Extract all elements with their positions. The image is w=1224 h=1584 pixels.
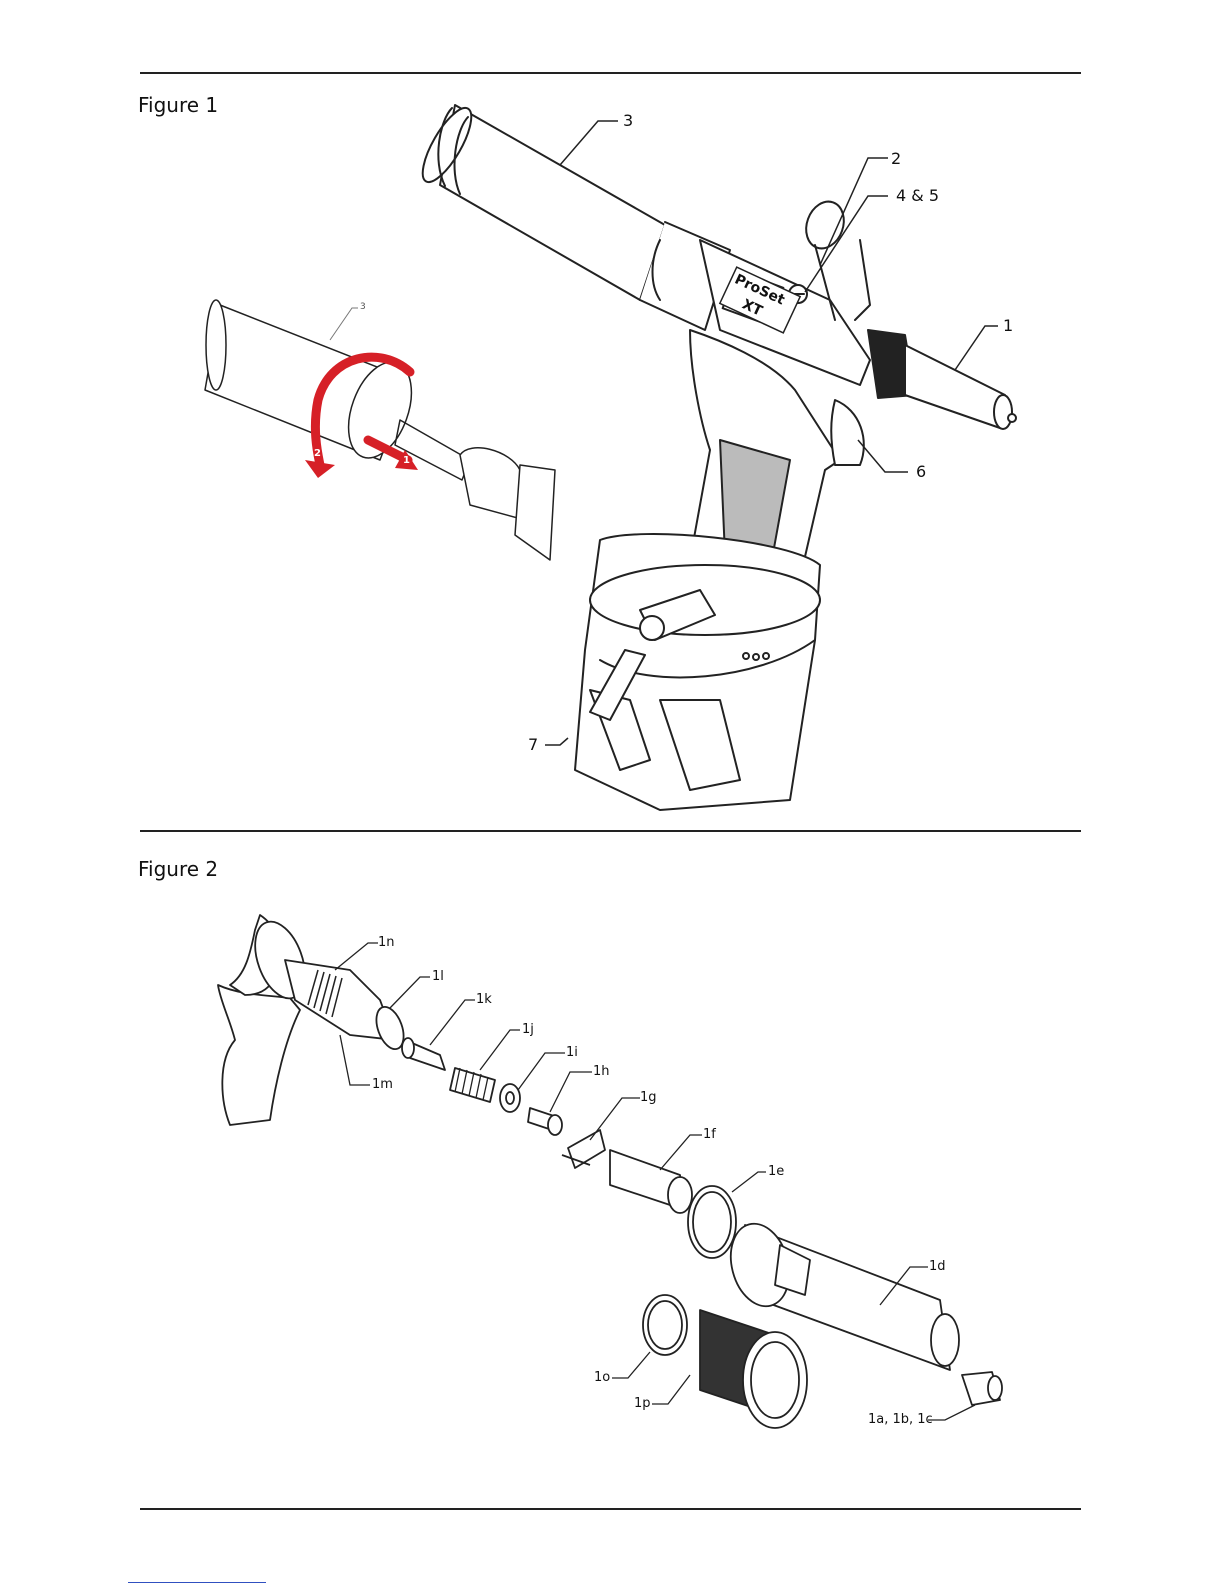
callout-1j: 1j — [522, 1022, 534, 1037]
callout-1h: 1h — [593, 1064, 610, 1079]
footer-link-underline — [128, 1582, 266, 1583]
callout-1n: 1n — [378, 935, 395, 950]
callout-1m: 1m — [372, 1077, 393, 1092]
callout-1e: 1e — [768, 1164, 784, 1179]
callout-1g: 1g — [640, 1090, 657, 1105]
callout-1p: 1p — [634, 1396, 651, 1411]
callout-1d: 1d — [929, 1259, 946, 1274]
callout-1i: 1i — [566, 1045, 578, 1060]
callout-1o: 1o — [594, 1370, 610, 1385]
callout-1a-1b-1c: 1a, 1b, 1c — [868, 1412, 933, 1427]
callout-1f: 1f — [703, 1127, 716, 1142]
callout-1k: 1k — [476, 992, 492, 1007]
callout-1l: 1l — [432, 969, 444, 984]
